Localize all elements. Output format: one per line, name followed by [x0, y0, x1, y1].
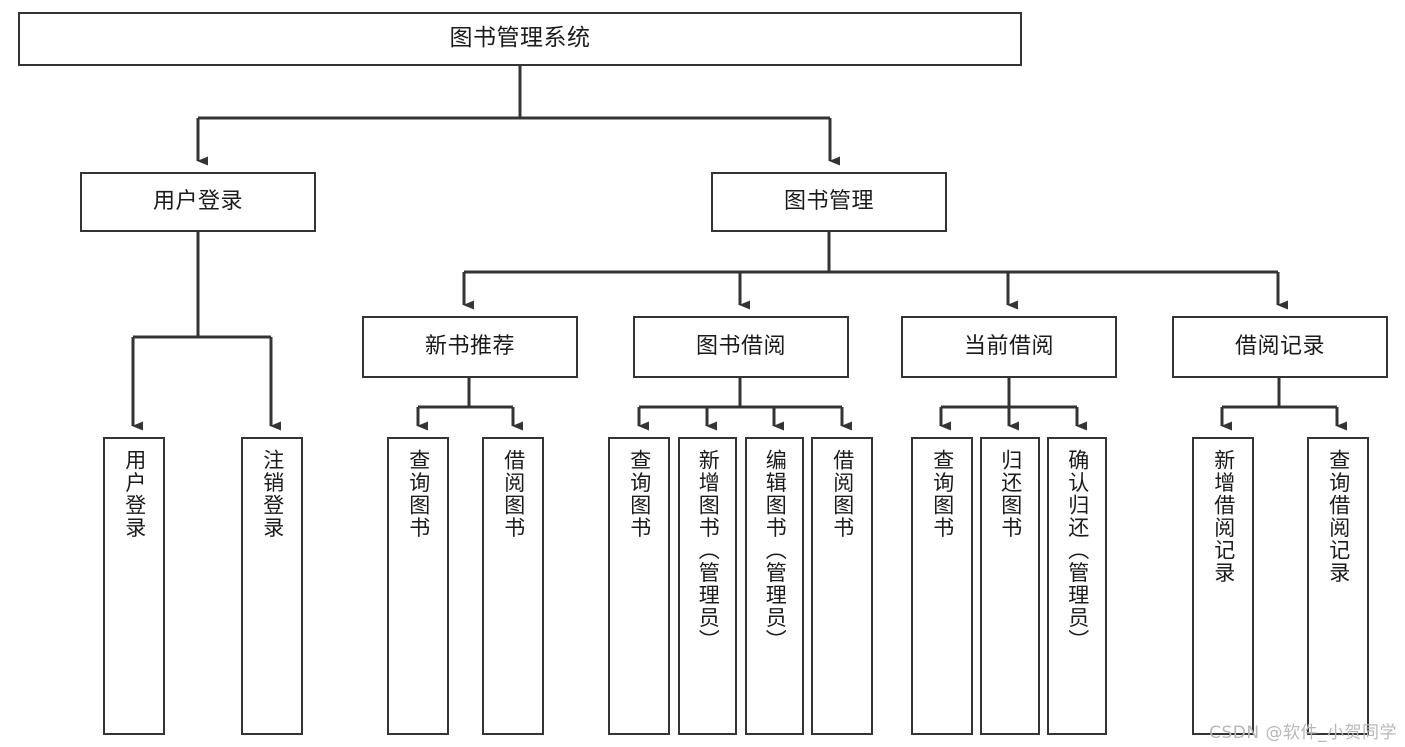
node-label: 查询借阅记录	[1326, 449, 1351, 584]
leaf-record-query[interactable]: 查询借阅记录	[1307, 437, 1369, 735]
node-user-login[interactable]: 用户登录	[80, 172, 316, 232]
leaf-current-borrow-confirm-return-admin[interactable]: 确认归还（管理员）	[1047, 437, 1107, 735]
node-label: 查询图书	[930, 449, 955, 539]
node-label: 确认归还（管理员）	[1065, 449, 1090, 652]
node-label: 借阅图书	[501, 449, 526, 539]
leaf-new-book-borrow[interactable]: 借阅图书	[482, 437, 544, 735]
leaf-record-add[interactable]: 新增借阅记录	[1192, 437, 1254, 735]
watermark: CSDN @软件_小贺同学	[1209, 723, 1397, 743]
node-label: 归还图书	[998, 449, 1023, 539]
node-label: 借阅图书	[830, 449, 855, 539]
node-current-borrowing[interactable]: 当前借阅	[901, 316, 1117, 378]
leaf-user-login-signin[interactable]: 用户登录	[103, 437, 165, 735]
node-book-management[interactable]: 图书管理	[711, 172, 947, 232]
leaf-book-borrow-borrow[interactable]: 借阅图书	[811, 437, 873, 735]
node-label: 图书管理	[783, 189, 874, 215]
leaf-book-borrow-add-admin[interactable]: 新增图书（管理员）	[678, 437, 737, 735]
leaf-book-borrow-query[interactable]: 查询图书	[608, 437, 670, 735]
node-label: 编辑图书（管理员）	[763, 449, 788, 652]
leaf-current-borrow-query[interactable]: 查询图书	[911, 437, 973, 735]
node-label: 新增借阅记录	[1211, 449, 1236, 584]
node-label: 图书管理系统	[449, 25, 591, 52]
node-label: 用户登录	[152, 189, 243, 215]
leaf-new-book-query[interactable]: 查询图书	[387, 437, 449, 735]
node-label: 查询图书	[406, 449, 431, 539]
node-label: 新书推荐	[424, 334, 515, 360]
leaf-user-login-signout[interactable]: 注销登录	[241, 437, 303, 735]
node-label: 用户登录	[122, 449, 147, 539]
node-label: 图书借阅	[695, 334, 786, 360]
node-new-book-recommendation[interactable]: 新书推荐	[362, 316, 578, 378]
node-book-borrowing[interactable]: 图书借阅	[633, 316, 849, 378]
node-label: 注销登录	[260, 449, 285, 539]
node-label: 当前借阅	[963, 334, 1054, 360]
leaf-book-borrow-edit-admin[interactable]: 编辑图书（管理员）	[745, 437, 804, 735]
node-label: 借阅记录	[1234, 334, 1325, 360]
node-label: 查询图书	[627, 449, 652, 539]
node-label: 新增图书（管理员）	[696, 449, 721, 652]
node-root-book-management-system[interactable]: 图书管理系统	[18, 12, 1022, 66]
node-borrowing-records[interactable]: 借阅记录	[1172, 316, 1388, 378]
leaf-current-borrow-return[interactable]: 归还图书	[980, 437, 1040, 735]
